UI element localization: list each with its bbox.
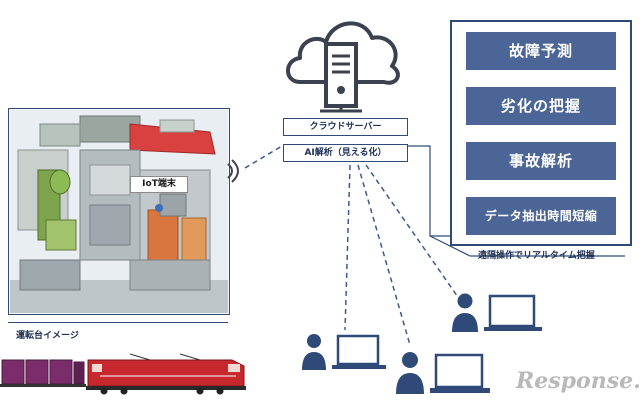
cab-to-server-link [244,145,283,169]
ai-analysis-label: AI解析（見える化） [283,144,408,162]
server-to-user2-link [357,164,411,346]
feature-degradation-tracking: 劣化の把握 [466,87,616,125]
freight-train-image [0,353,246,395]
iot-device-label: IoT端末 [130,176,188,193]
wireless-signal-icon [227,159,239,183]
cab-caption: 運転台イメージ [16,331,79,341]
cab-illustration [10,110,228,313]
user-laptop-icon [452,293,542,332]
cloud-server-label: クラウドサーバー [283,118,408,136]
feature-accident-analysis: 事故解析 [466,142,616,180]
server-to-user1-link [344,164,351,331]
server-to-user3-link [365,164,461,301]
remote-monitoring-caption: 遠隔操作でリアルタイム把握 [478,251,595,261]
feature-data-extraction: データ抽出時間短縮 [466,197,616,235]
user-laptop-icon [302,334,386,370]
features-caption-line [429,235,471,257]
cloud-server-icon [286,21,400,113]
iot-device-dot [155,204,163,212]
server-to-features-link [408,145,450,237]
feature-failure-prediction: 故障予測 [466,32,616,70]
response-logo: Response. [516,368,640,394]
user-laptop-icon [396,352,490,394]
cab-caption-line [8,322,228,323]
